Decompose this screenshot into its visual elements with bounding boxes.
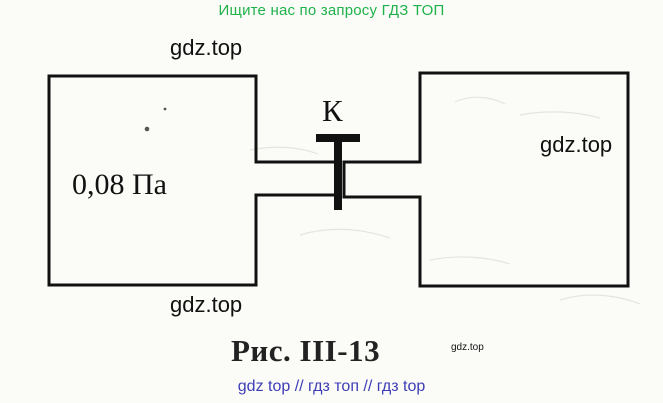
right-vessel bbox=[342, 71, 630, 288]
watermark-bottom-left: gdz.top bbox=[170, 292, 243, 317]
small-marks bbox=[144, 107, 167, 132]
caption-watermark: gdz.top bbox=[451, 342, 484, 353]
valve bbox=[316, 134, 360, 210]
left-vessel-pressure-label: 0,08 Па bbox=[72, 168, 167, 201]
footer-links[interactable]: gdz top // гдз топ // гдз top bbox=[237, 378, 426, 395]
watermark-top-left: gdz.top bbox=[170, 35, 243, 60]
faint-background-text bbox=[249, 96, 641, 305]
valve-stem bbox=[334, 140, 342, 210]
watermark-right: gdz.top bbox=[540, 132, 613, 157]
figure-caption: Рис. III-13 bbox=[231, 333, 381, 368]
valve-handle bbox=[316, 134, 360, 142]
top-banner: Ищите нас по запросу ГДЗ ТОП bbox=[218, 2, 445, 19]
valve-label: К bbox=[322, 93, 343, 128]
